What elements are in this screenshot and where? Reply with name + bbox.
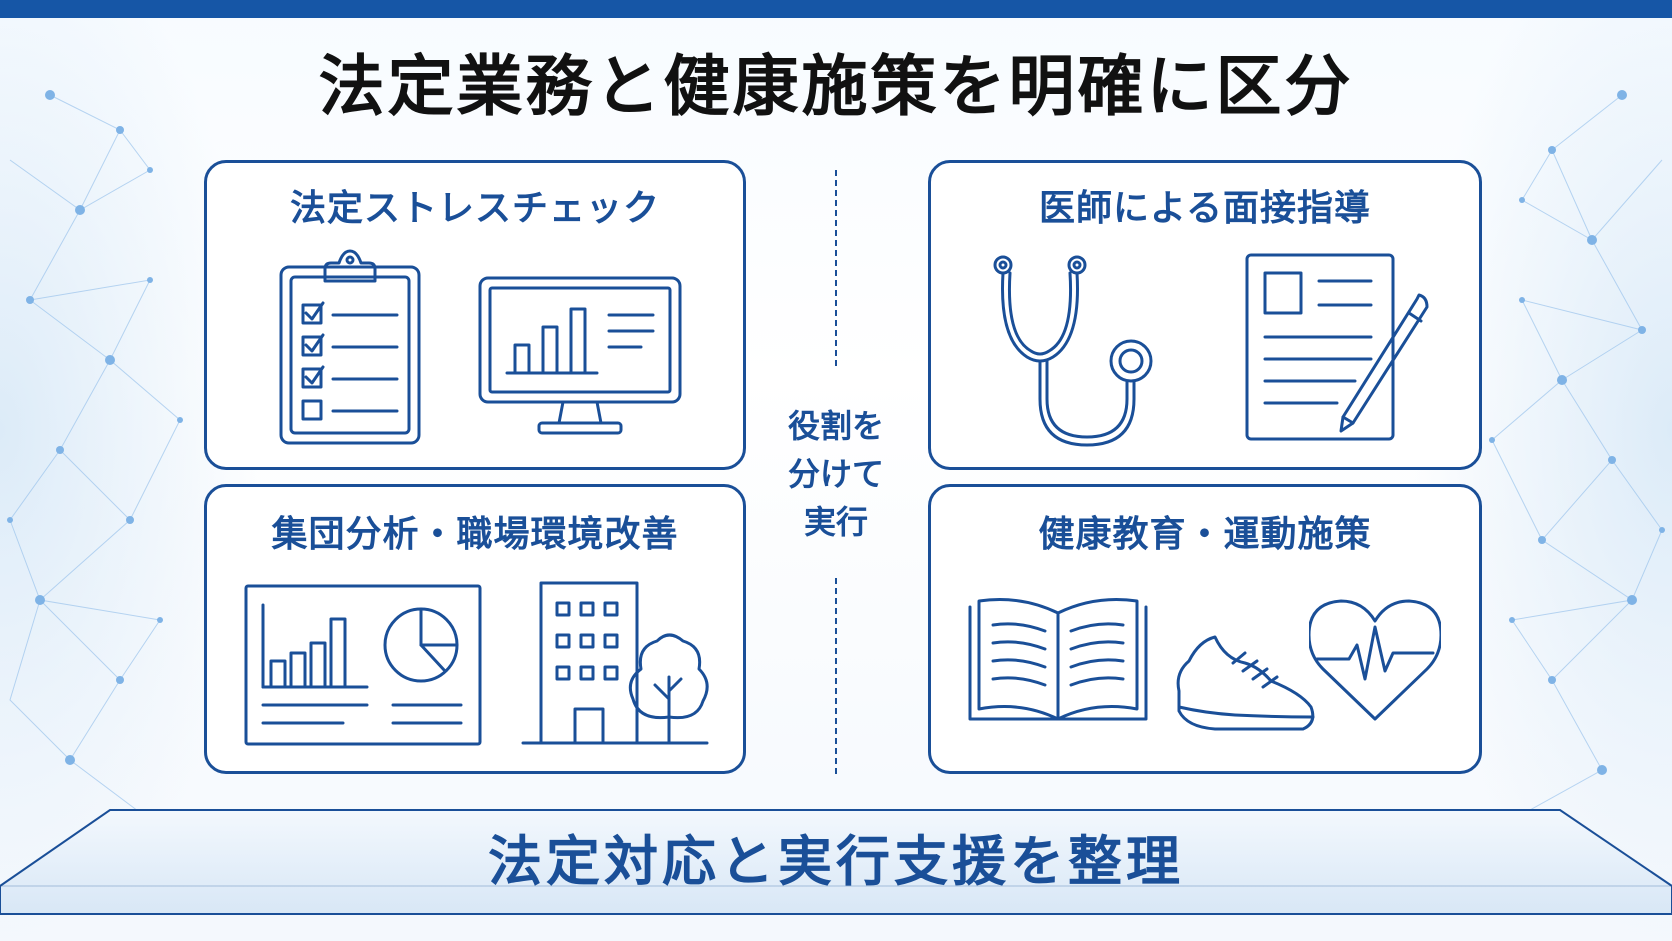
top-bar bbox=[0, 0, 1672, 18]
card-stress-check: 法定ストレスチェック bbox=[204, 160, 746, 470]
card-group-analysis: 集団分析・職場環境改善 bbox=[204, 484, 746, 774]
document-pen-icon bbox=[1245, 253, 1429, 441]
card-doctor-interview: 医師による面接指導 bbox=[928, 160, 1482, 470]
divider-bottom bbox=[835, 578, 837, 774]
card-health-education: 健康教育・運動施策 bbox=[928, 484, 1482, 774]
monitor-chart-icon bbox=[478, 276, 682, 435]
page-title: 法定業務と健康施策を明確に区分 bbox=[318, 48, 1354, 125]
stethoscope-icon bbox=[993, 255, 1153, 447]
center-label-line-3: 実行 bbox=[803, 503, 868, 541]
open-book-icon bbox=[968, 598, 1148, 721]
footer-text: 法定対応と実行支援を整理 bbox=[488, 830, 1184, 893]
heart-pulse-icon bbox=[1309, 599, 1441, 721]
center-label: 役割を 分けて 実行 bbox=[760, 402, 912, 546]
center-label-line-1: 役割を bbox=[787, 407, 884, 445]
card-title-stress-check: 法定ストレスチェック bbox=[289, 188, 660, 229]
card-title-group-analysis: 集団分析・職場環境改善 bbox=[271, 514, 679, 555]
sneaker-icon bbox=[1176, 635, 1315, 731]
divider-top bbox=[835, 170, 837, 366]
network-decoration-left bbox=[7, 90, 183, 821]
card-title-health-education: 健康教育・運動施策 bbox=[1038, 514, 1372, 555]
clipboard-checklist-icon bbox=[279, 249, 421, 445]
center-label-line-2: 分けて bbox=[787, 455, 884, 493]
report-charts-icon bbox=[244, 584, 482, 746]
card-title-doctor-interview: 医師による面接指導 bbox=[1039, 188, 1371, 229]
footer-band bbox=[0, 809, 1672, 915]
network-decoration-right bbox=[1489, 90, 1665, 821]
building-tree-icon bbox=[521, 581, 709, 745]
